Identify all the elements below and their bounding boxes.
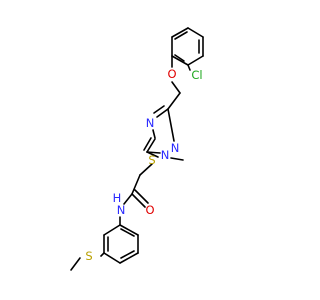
atom-n4: N: [161, 148, 170, 162]
atom-o-ether: O: [167, 67, 176, 81]
bond: [103, 252, 121, 264]
atom-n1: N: [146, 116, 155, 130]
bond: [167, 108, 175, 142]
bond: [187, 64, 191, 71]
bond: [171, 81, 181, 94]
bond: [174, 54, 185, 62]
atom-cl: Cl: [191, 68, 202, 82]
atom-o-carbonyl: O: [145, 203, 154, 217]
atom-s-methyl: S: [85, 249, 92, 263]
bond: [143, 137, 152, 151]
bond: [152, 129, 156, 139]
bond: [139, 163, 153, 176]
bonds: [70, 27, 204, 271]
bond: [134, 189, 149, 204]
bond: [146, 138, 156, 153]
bond: [131, 193, 146, 208]
bond: [146, 151, 159, 158]
bond: [156, 108, 169, 118]
atom-s-thio: S: [148, 153, 155, 167]
bond: [153, 105, 165, 114]
bond: [174, 31, 188, 40]
bond: [187, 55, 204, 66]
bond: [120, 250, 135, 259]
bond: [171, 27, 189, 38]
bond: [70, 257, 81, 271]
bond: [120, 228, 135, 237]
bond: [103, 224, 121, 236]
bond: [171, 55, 189, 66]
bond: [123, 193, 133, 205]
bond: [119, 252, 139, 264]
bond: [119, 224, 139, 236]
molecule-structure: Cl O N N N S O N H S: [70, 27, 204, 271]
atom-h-amide: H: [113, 191, 122, 205]
bond: [100, 252, 105, 257]
bond: [187, 27, 204, 38]
atom-n2: N: [171, 141, 180, 155]
bond: [167, 92, 181, 110]
atom-labels: Cl O N N N S O N H S: [85, 67, 202, 263]
atom-n-amide: N: [117, 203, 126, 217]
bond: [131, 174, 141, 195]
bond: [170, 157, 184, 161]
